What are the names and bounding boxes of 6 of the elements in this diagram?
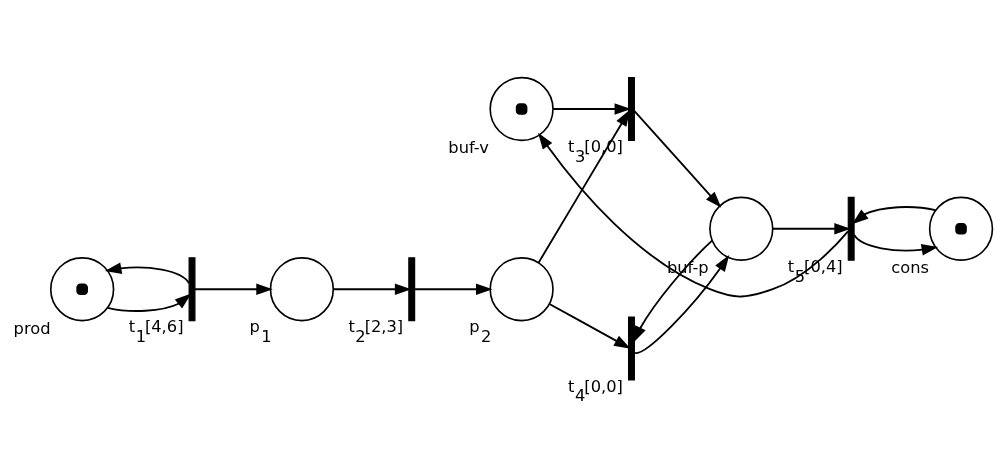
node-label: [0,0] xyxy=(584,376,623,396)
node-label: buf-v xyxy=(448,138,489,158)
node-label: [2,3] xyxy=(364,317,404,337)
node-label: prod xyxy=(13,318,51,338)
node-label: [4,6] xyxy=(144,317,184,337)
node-label: cons xyxy=(891,258,929,278)
